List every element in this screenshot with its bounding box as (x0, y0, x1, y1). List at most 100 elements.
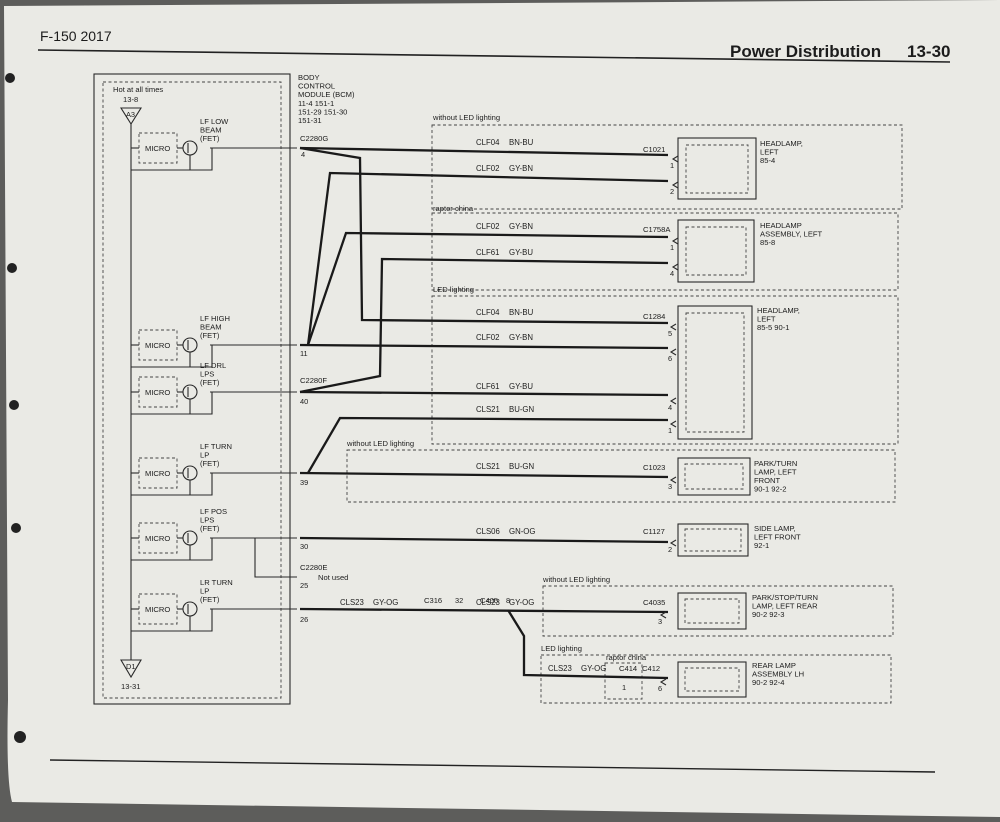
driver-label: (FET) (200, 459, 220, 468)
micro-box (138, 457, 178, 489)
driver-label: LF HIGH (200, 314, 230, 323)
driver-label: LP (200, 451, 209, 460)
binder-hole (9, 400, 19, 410)
circuit-number: CLF02 (476, 333, 499, 342)
terminal-arrow-icon (669, 323, 677, 331)
driver-label: (FET) (200, 595, 220, 604)
component-pin: 3 (658, 617, 662, 626)
component-label-line: PARK/STOP/TURN (752, 593, 818, 602)
connector-c2280g: C2280G (300, 134, 328, 143)
bottom-ref: 13-31 (121, 682, 140, 691)
wire-cls06-c1127 (299, 536, 669, 544)
circuit-number: CLS21 (476, 462, 500, 471)
component-pin: 1 (670, 161, 674, 170)
micro-label: MICRO (145, 144, 170, 153)
terminal-arrow-icon (671, 181, 679, 189)
circuit-number: CLS23 (340, 598, 364, 607)
bcm-title-line: 151-31 (298, 116, 322, 125)
component-inner (685, 312, 745, 433)
circuit-number: CLF04 (476, 308, 500, 317)
component-label-line: 90-2 92-3 (752, 610, 785, 619)
component-side-lamp-front (677, 523, 749, 557)
component-label-line: SIDE LAMP, (754, 524, 796, 533)
hot-at-all-times: Hot at all times (113, 85, 163, 94)
driver-label: (FET) (200, 378, 220, 387)
region-led-mid (431, 295, 899, 445)
component-label-line: 85-4 (760, 156, 775, 165)
region-raptor-rear (604, 662, 643, 700)
component-connector: C1758A (643, 225, 671, 234)
circuit-number: CLF04 (476, 138, 500, 147)
micro-box (138, 329, 178, 361)
fet-return (189, 538, 213, 561)
component-inner (684, 528, 742, 552)
header-title: Power Distribution (730, 42, 881, 61)
circuit-number: CLF02 (476, 164, 499, 173)
circuit-number: CLF61 (476, 248, 499, 257)
component-inner (685, 226, 747, 276)
connector-c2280e: C2280E (300, 563, 327, 572)
circuit-number: CLS23 (548, 664, 572, 673)
connector-c412: C412 (642, 664, 660, 673)
component-park-turn-front (677, 457, 751, 496)
circuit-number: CLS06 (476, 527, 500, 536)
micro-label: MICRO (145, 469, 170, 478)
region-led-rear (540, 654, 892, 704)
fet-return (189, 345, 213, 368)
wire-color: BN-BU (509, 138, 534, 147)
connector-c414: C414 (619, 664, 637, 673)
pin-40: 40 (300, 397, 308, 406)
micro-label: MICRO (145, 341, 170, 350)
micro-box (138, 522, 178, 554)
wires (210, 146, 669, 680)
wire-clf61-c1758a (299, 257, 669, 394)
driver-label: LF LOW (200, 117, 229, 126)
wire-clf04-c1021 (299, 146, 669, 157)
binder-hole (7, 263, 17, 273)
driver-label: LPS (200, 370, 214, 379)
component-inner (684, 598, 740, 624)
wire-color: GY-BN (509, 333, 533, 342)
label-without-led-rear: without LED lighting (542, 575, 610, 584)
label-without-led-park: without LED lighting (346, 439, 414, 448)
micro-box (138, 132, 178, 164)
wire-color: GY-BU (509, 248, 533, 257)
driver-label: LP (200, 587, 209, 596)
wire-cls23-c4035 (299, 607, 669, 614)
wire-color: BN-BU (509, 308, 534, 317)
c405-pin: 8 (506, 596, 510, 605)
terminal-arrow-icon (659, 678, 667, 686)
pin-30: 30 (300, 542, 308, 551)
bcm-title-line: CONTROL (298, 82, 335, 91)
binder-hole (5, 73, 15, 83)
wire-color: GN-OG (509, 527, 535, 536)
component-connector: C1021 (643, 145, 665, 154)
circuit-number: CLS23 (476, 598, 500, 607)
micro-label: MICRO (145, 605, 170, 614)
terminal-arrow-icon (669, 476, 677, 484)
pin-4: 4 (301, 150, 305, 159)
component-label-line: LAMP, LEFT (754, 468, 797, 477)
fet-return (189, 392, 213, 415)
driver-label: LF POS (200, 507, 227, 516)
component-connector: C1127 (643, 527, 665, 536)
wire-color: GY-OG (581, 664, 606, 673)
driver-label: LF TURN (200, 442, 232, 451)
wire-label-w1: CLF04 BN-BU C1021 1 (476, 138, 679, 170)
bcm-pos-branch (254, 538, 297, 578)
header-rule (37, 49, 951, 63)
